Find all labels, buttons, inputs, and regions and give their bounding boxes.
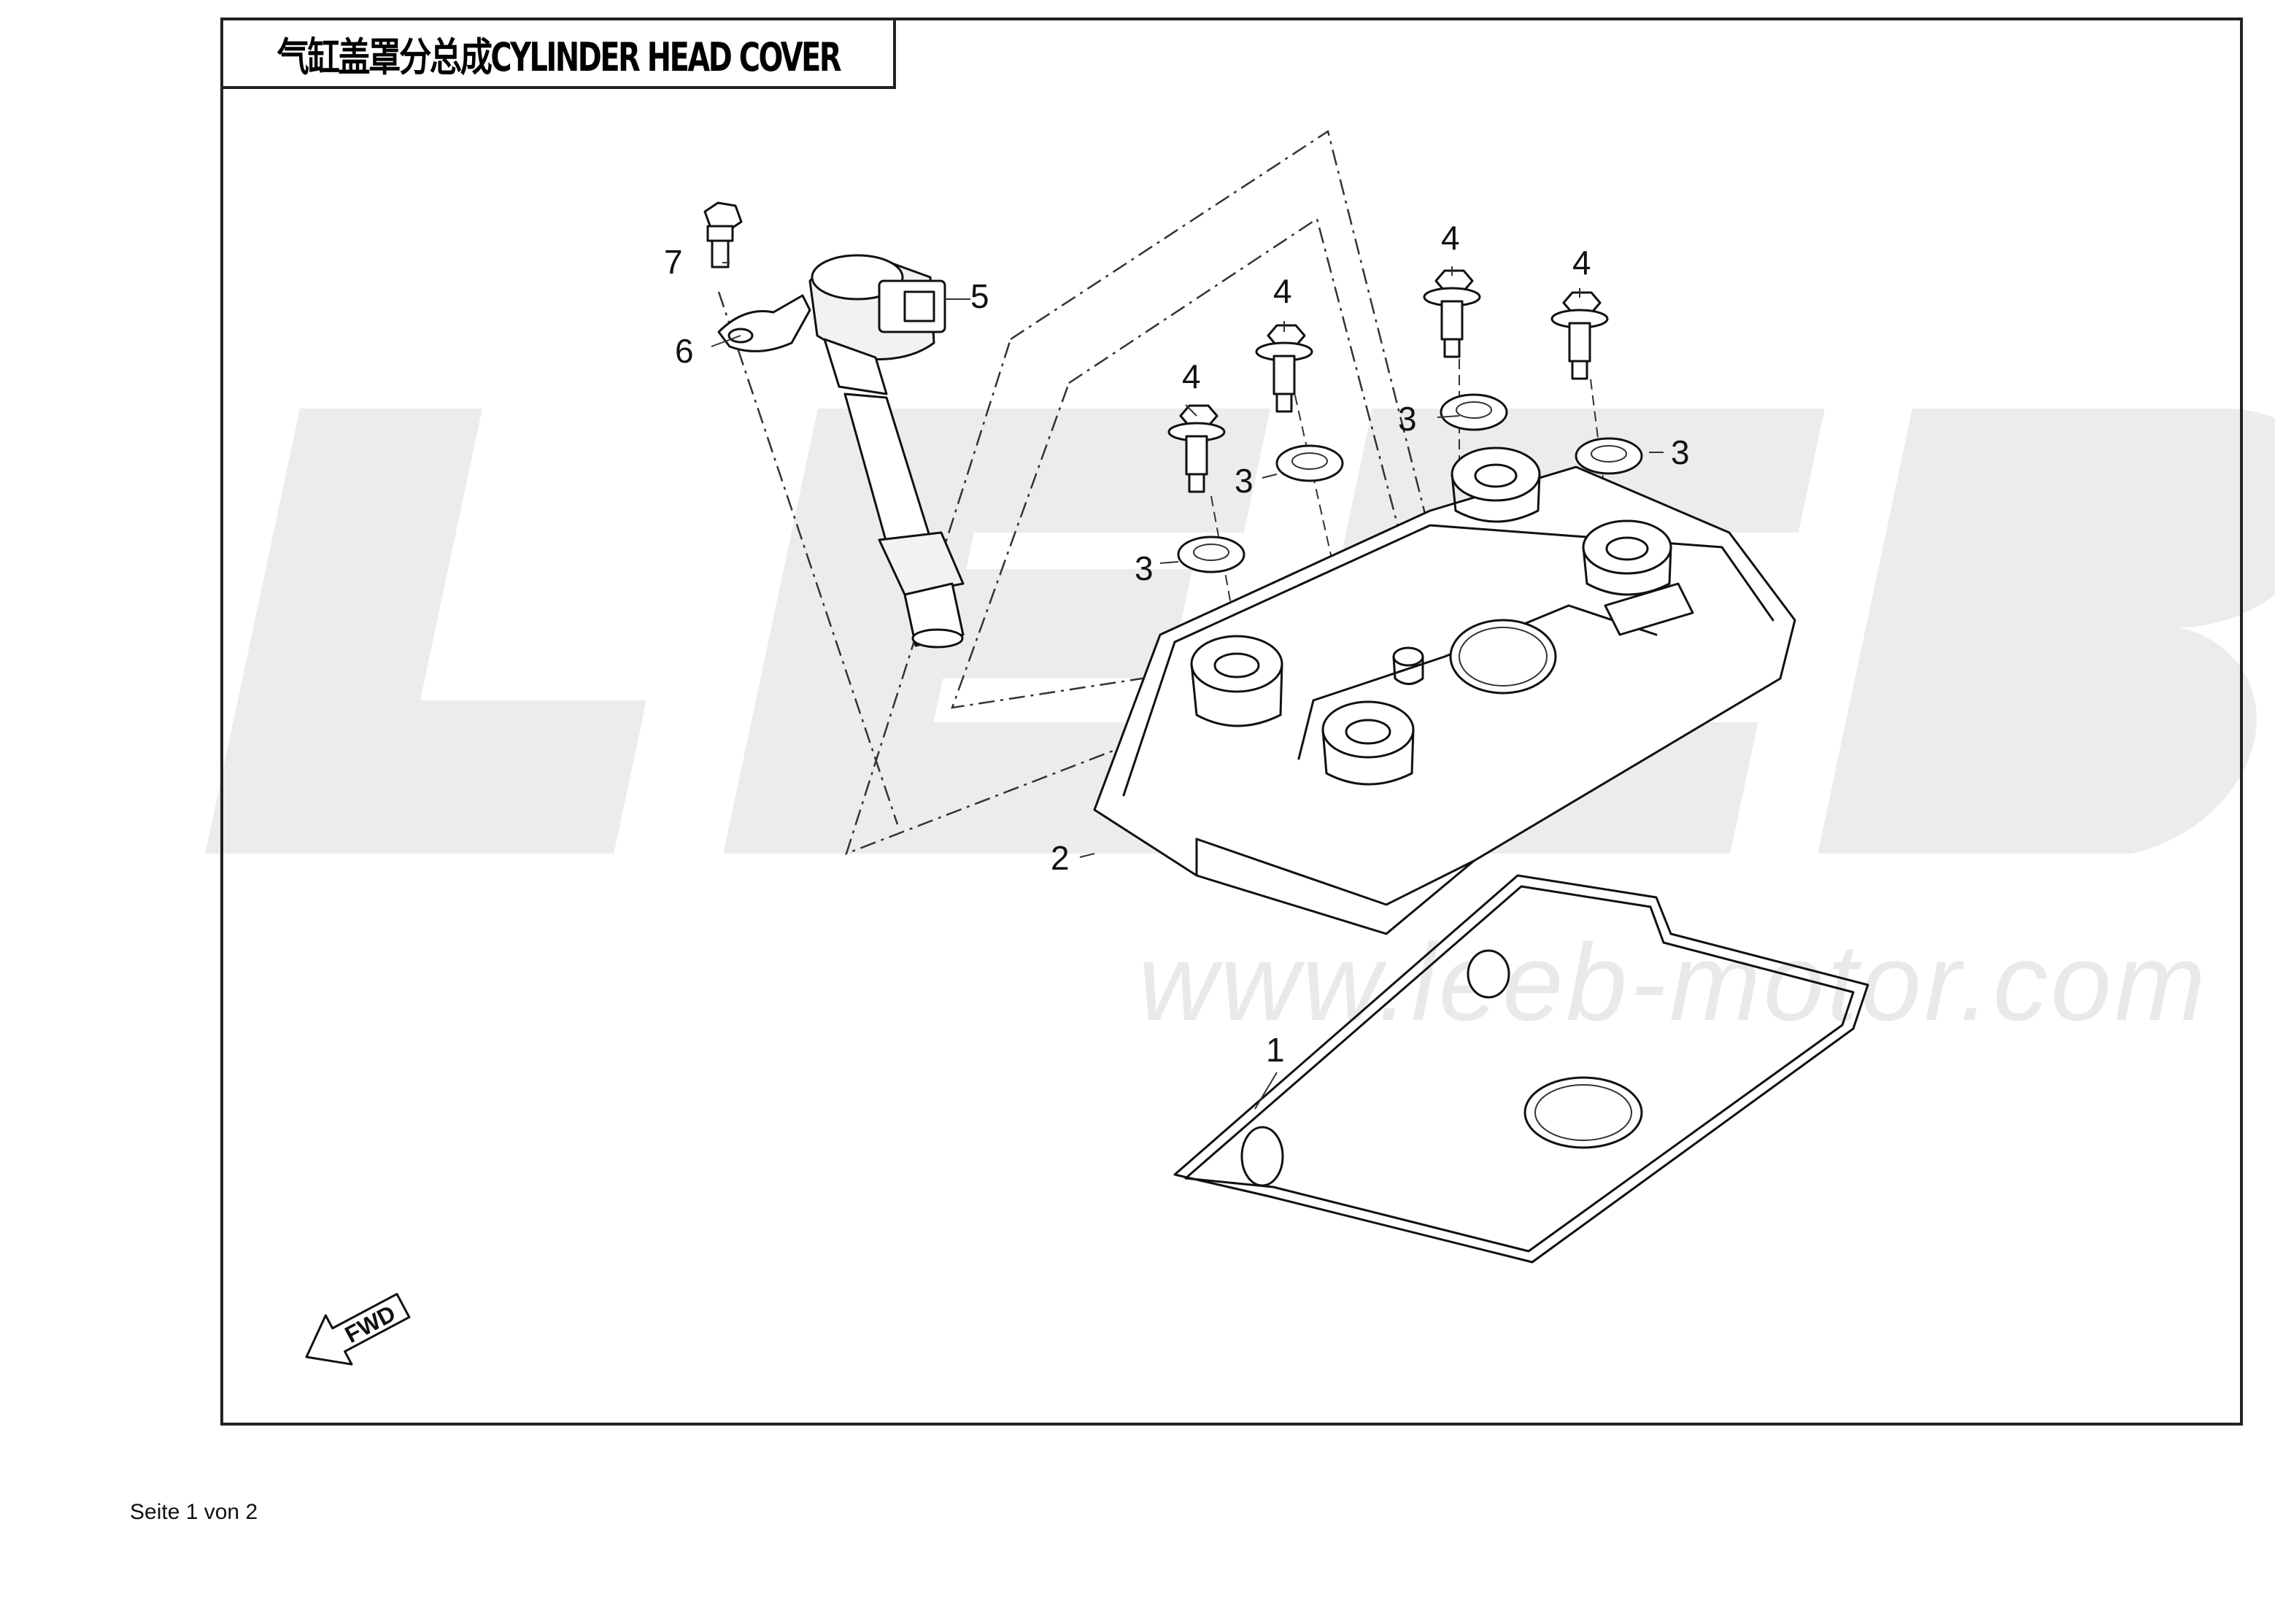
callout-bolt-d: 4 (1572, 244, 1591, 282)
ignition-coil (808, 254, 965, 649)
watermark-url: www.leeb-motor.com (1138, 921, 2209, 1043)
callout-seal-b: 3 (1235, 462, 1254, 500)
bolt-4d (1550, 291, 1609, 380)
diagram-frame (220, 18, 2243, 1426)
coil-bracket (717, 294, 811, 352)
callout-bolt-a: 4 (1182, 357, 1201, 395)
seal-3a (1177, 535, 1245, 573)
page-title: 气缸盖罩分总成CYLINDER HEAD COVER (277, 34, 841, 80)
title-box: 气缸盖罩分总成CYLINDER HEAD COVER (220, 18, 896, 89)
fwd-arrow-icon: FWD (305, 1293, 411, 1366)
callout-ignition-coil: 5 (970, 277, 989, 315)
callout-coil-bolt: 7 (664, 243, 683, 281)
page-footer: Seite 1 von 2 (130, 1500, 258, 1524)
coil-bolt (703, 201, 743, 268)
callout-bolt-b: 4 (1273, 272, 1292, 310)
callout-gasket: 1 (1266, 1031, 1285, 1069)
bolt-4b (1255, 324, 1313, 413)
leader-lines (711, 262, 1664, 1110)
callout-seal-d: 3 (1671, 433, 1690, 471)
seal-3d (1575, 437, 1643, 475)
callout-bolt-c: 4 (1441, 219, 1460, 257)
bolt-4c (1423, 269, 1481, 358)
coil-axis-line (717, 291, 899, 825)
callout-cover: 2 (1051, 839, 1070, 877)
assembly-frame-outer (845, 129, 1453, 856)
seal-3c (1440, 393, 1508, 431)
seal-3b (1275, 444, 1344, 482)
cylinder-head-cover (1093, 446, 1796, 935)
callout-bracket: 6 (675, 332, 694, 370)
callout-seal-c: 3 (1398, 400, 1417, 438)
bolt-4a (1167, 404, 1226, 493)
callout-seal-a: 3 (1135, 549, 1154, 587)
cover-gasket (1173, 874, 1869, 1264)
